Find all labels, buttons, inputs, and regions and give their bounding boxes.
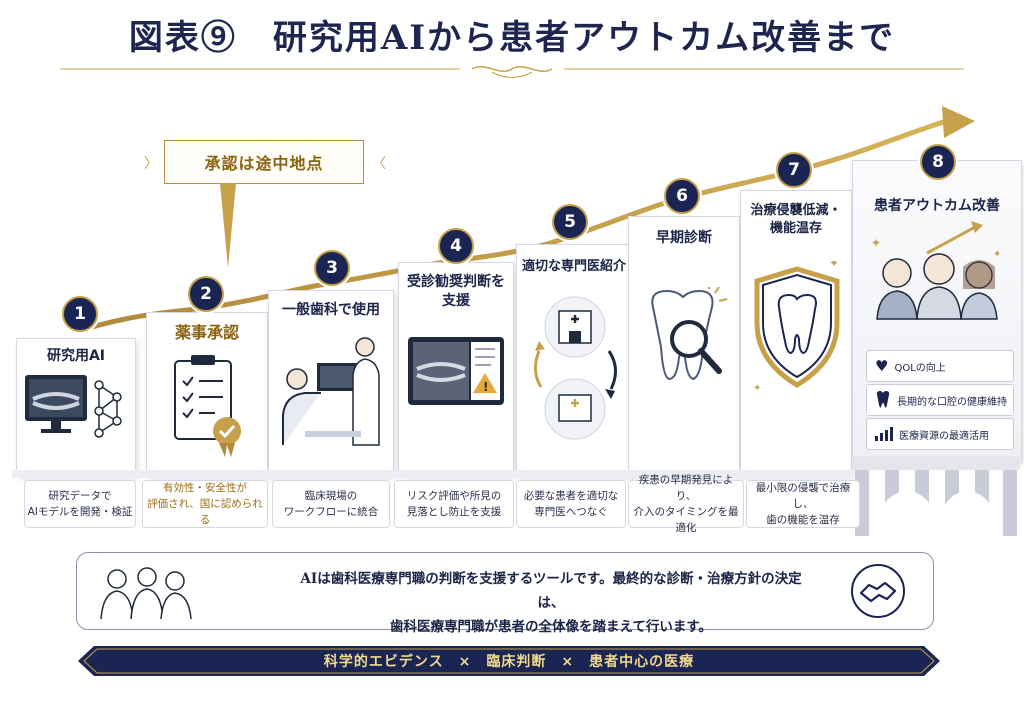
step-1-label: 研究用AI <box>46 348 106 364</box>
professionals-icon <box>100 567 192 620</box>
pedestal-columns <box>852 456 1020 536</box>
page-title: 図表⑨ 研究用AIから患者アウトカム改善まで <box>128 18 896 58</box>
step-8-label: 患者アウトカム改善 <box>874 198 1000 214</box>
disclaimer-text: AIは歯科医療専門職の判断を支援するツールです。最終的な診断・治療方針の決定は、… <box>300 571 802 635</box>
svg-text:✦: ✦ <box>753 383 761 394</box>
step-6-card: 早期診断 <box>628 216 740 476</box>
tablet-risk-icon: ! <box>408 337 504 405</box>
bar-chart-icon <box>875 427 893 441</box>
step-4-number: 4 <box>438 228 474 264</box>
step-3-label: 一般歯科で使用 <box>282 302 380 318</box>
step-2-caption: 有効性・安全性が評価され、国に認められる <box>142 480 268 528</box>
step-1-card: 研究用AI <box>16 338 136 476</box>
svg-text:〉: 〉 <box>144 156 158 172</box>
step-6-label: 早期診断 <box>656 230 712 246</box>
step-6-caption: 疾患の早期発見により、介入のタイミングを最適化 <box>628 474 744 534</box>
step-4-label-1: 受診勧奨判断を <box>407 274 505 290</box>
svg-text:!: ! <box>483 380 488 394</box>
step-6-number: 6 <box>664 178 700 214</box>
step-7-label-2: 機能温存 <box>769 221 822 236</box>
step-8-pedestal: 患者アウトカム改善 ✦ ✦ <box>852 160 1022 462</box>
disclaimer-box: AIは歯科医療専門職の判断を支援するツールです。最終的な診断・治療方針の決定は、… <box>76 552 934 635</box>
title-ornament <box>60 66 964 78</box>
step-3-card: 一般歯科で使用 <box>268 290 394 476</box>
step-7-card: 治療侵襲低減・ 機能温存 ✦ ✦ <box>740 190 852 476</box>
step-4-label-2: 支援 <box>442 293 470 309</box>
step-5-label: 適切な専門医紹介 <box>521 259 626 274</box>
step-8-number: 8 <box>920 144 956 180</box>
bottom-banner <box>78 646 940 676</box>
step-5-number: 5 <box>552 204 588 240</box>
svg-text:〈: 〈 <box>372 156 386 172</box>
step-5-caption: 必要な患者を適切な専門医へつなぐ <box>516 480 626 528</box>
step-7-number: 7 <box>776 152 812 188</box>
bottom-banner-text: 科学的エビデンス × 臨床判断 × 患者中心の医療 <box>323 654 695 670</box>
step-3-caption: 臨床現場のワークフローに統合 <box>272 480 390 528</box>
step-2-number: 2 <box>188 276 224 312</box>
steps-base <box>12 470 854 478</box>
heart-icon: ♥ <box>875 357 889 375</box>
referral-hospital-icon <box>534 296 617 440</box>
clipboard-approval-icon <box>174 355 241 457</box>
happy-patients-icon: ✦ ✦ <box>871 221 1001 320</box>
svg-text:✦: ✦ <box>871 236 881 250</box>
ai-monitor-icon <box>25 375 122 438</box>
step-4-caption: リスク評価や所見の見落とし防止を支援 <box>394 480 514 528</box>
step-4-card: 受診勧奨判断を 支援 ! <box>398 262 514 476</box>
step-7-label-1: 治療侵襲低減・ <box>750 203 842 218</box>
step-2-label: 薬事承認 <box>174 323 239 342</box>
outcome-qol: ♥ QOLの向上 <box>866 350 1014 382</box>
approval-callout: 承認は途中地点 <box>164 140 364 184</box>
step-5-card: 適切な専門医紹介 <box>516 244 632 476</box>
dental-clinic-icon <box>282 337 380 446</box>
svg-text:✦: ✦ <box>993 249 1001 260</box>
outcome-oral-health: 長期的な口腔の健康維持 <box>866 384 1014 416</box>
step-2-card: 薬事承認 <box>146 312 268 476</box>
svg-text:✦: ✦ <box>829 261 839 270</box>
outcome-resources: 医療資源の最適活用 <box>866 418 1014 450</box>
step-7-caption: 最小限の侵襲で治療し、歯の機能を温存 <box>746 480 860 528</box>
tooth-icon <box>876 391 890 408</box>
callout-pointer: 〉 〈 <box>144 156 386 268</box>
step-3-number: 3 <box>314 250 350 286</box>
step-1-number: 1 <box>62 296 98 332</box>
tooth-magnifier-icon <box>651 287 728 381</box>
handshake-icon <box>851 564 905 618</box>
shield-tooth-icon: ✦ ✦ <box>753 261 840 394</box>
